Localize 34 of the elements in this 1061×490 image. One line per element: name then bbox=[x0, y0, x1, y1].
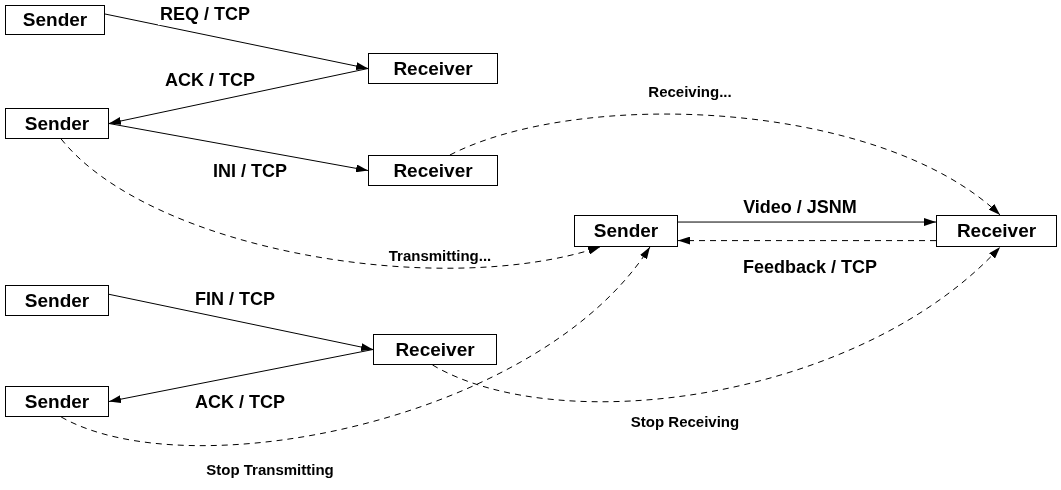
edge-label: Stop Receiving bbox=[628, 413, 742, 431]
box-label: Sender bbox=[24, 289, 90, 312]
box-label: Sender bbox=[22, 9, 88, 31]
box-label: Sender bbox=[24, 112, 90, 135]
box-label: Sender bbox=[24, 390, 90, 413]
arrow bbox=[104, 13, 369, 70]
arrow bbox=[432, 246, 1001, 403]
arrow bbox=[449, 113, 1001, 216]
arrow bbox=[677, 236, 937, 245]
box-label: Receiver bbox=[393, 57, 473, 80]
arrow bbox=[108, 68, 369, 125]
process-box bbox=[5, 108, 109, 139]
process-box bbox=[5, 285, 109, 316]
process-box bbox=[5, 386, 109, 417]
arrow bbox=[60, 246, 651, 447]
arrow bbox=[108, 123, 369, 173]
process-box bbox=[5, 5, 105, 35]
box-label: Sender bbox=[593, 220, 659, 242]
arrow bbox=[108, 293, 374, 351]
edge-label: Stop Transmitting bbox=[204, 461, 336, 479]
edge-label: REQ / TCP bbox=[158, 5, 252, 25]
edge-label: Receiving... bbox=[646, 83, 734, 101]
arrow bbox=[108, 349, 374, 404]
process-box bbox=[373, 334, 497, 365]
process-box bbox=[574, 215, 678, 247]
arrow bbox=[677, 218, 937, 227]
box-label: Receiver bbox=[393, 159, 473, 182]
arrow bbox=[60, 138, 601, 269]
box-label: Receiver bbox=[956, 220, 1037, 242]
process-box bbox=[936, 215, 1057, 247]
process-box bbox=[368, 155, 498, 186]
process-box bbox=[368, 53, 498, 84]
edge-label: Transmitting... bbox=[386, 247, 494, 265]
box-label: Receiver bbox=[395, 338, 475, 361]
